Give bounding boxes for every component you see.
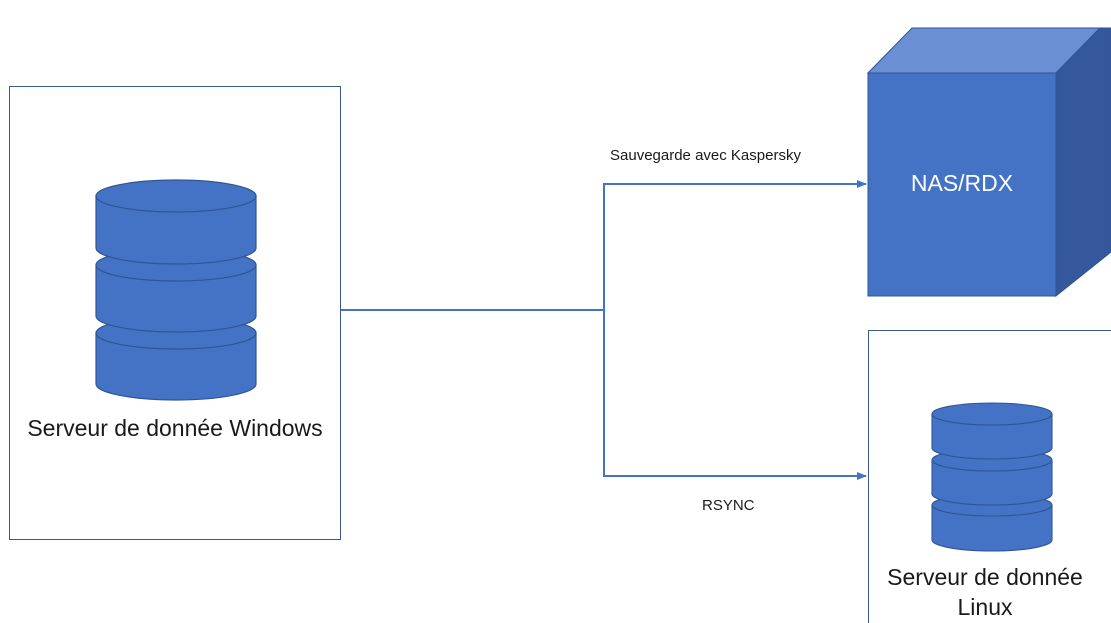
edge-label-kaspersky: Sauvegarde avec Kaspersky (610, 147, 801, 164)
database-icon (95, 179, 257, 401)
connector-to-linux (603, 310, 867, 480)
linux-server-label: Serveur de donnée Linux (887, 564, 1083, 620)
database-icon (931, 402, 1053, 552)
connector-lines (341, 180, 867, 480)
linux-server-box[interactable] (868, 330, 1111, 623)
connector-to-nas (603, 180, 867, 310)
edge-label-rsync: RSYNC (702, 497, 755, 514)
cube-icon (866, 27, 1111, 298)
windows-server-label: Serveur de donnée Windows (27, 415, 323, 441)
windows-server-box[interactable] (9, 86, 341, 540)
nas-label: NAS/RDX (910, 170, 1014, 196)
